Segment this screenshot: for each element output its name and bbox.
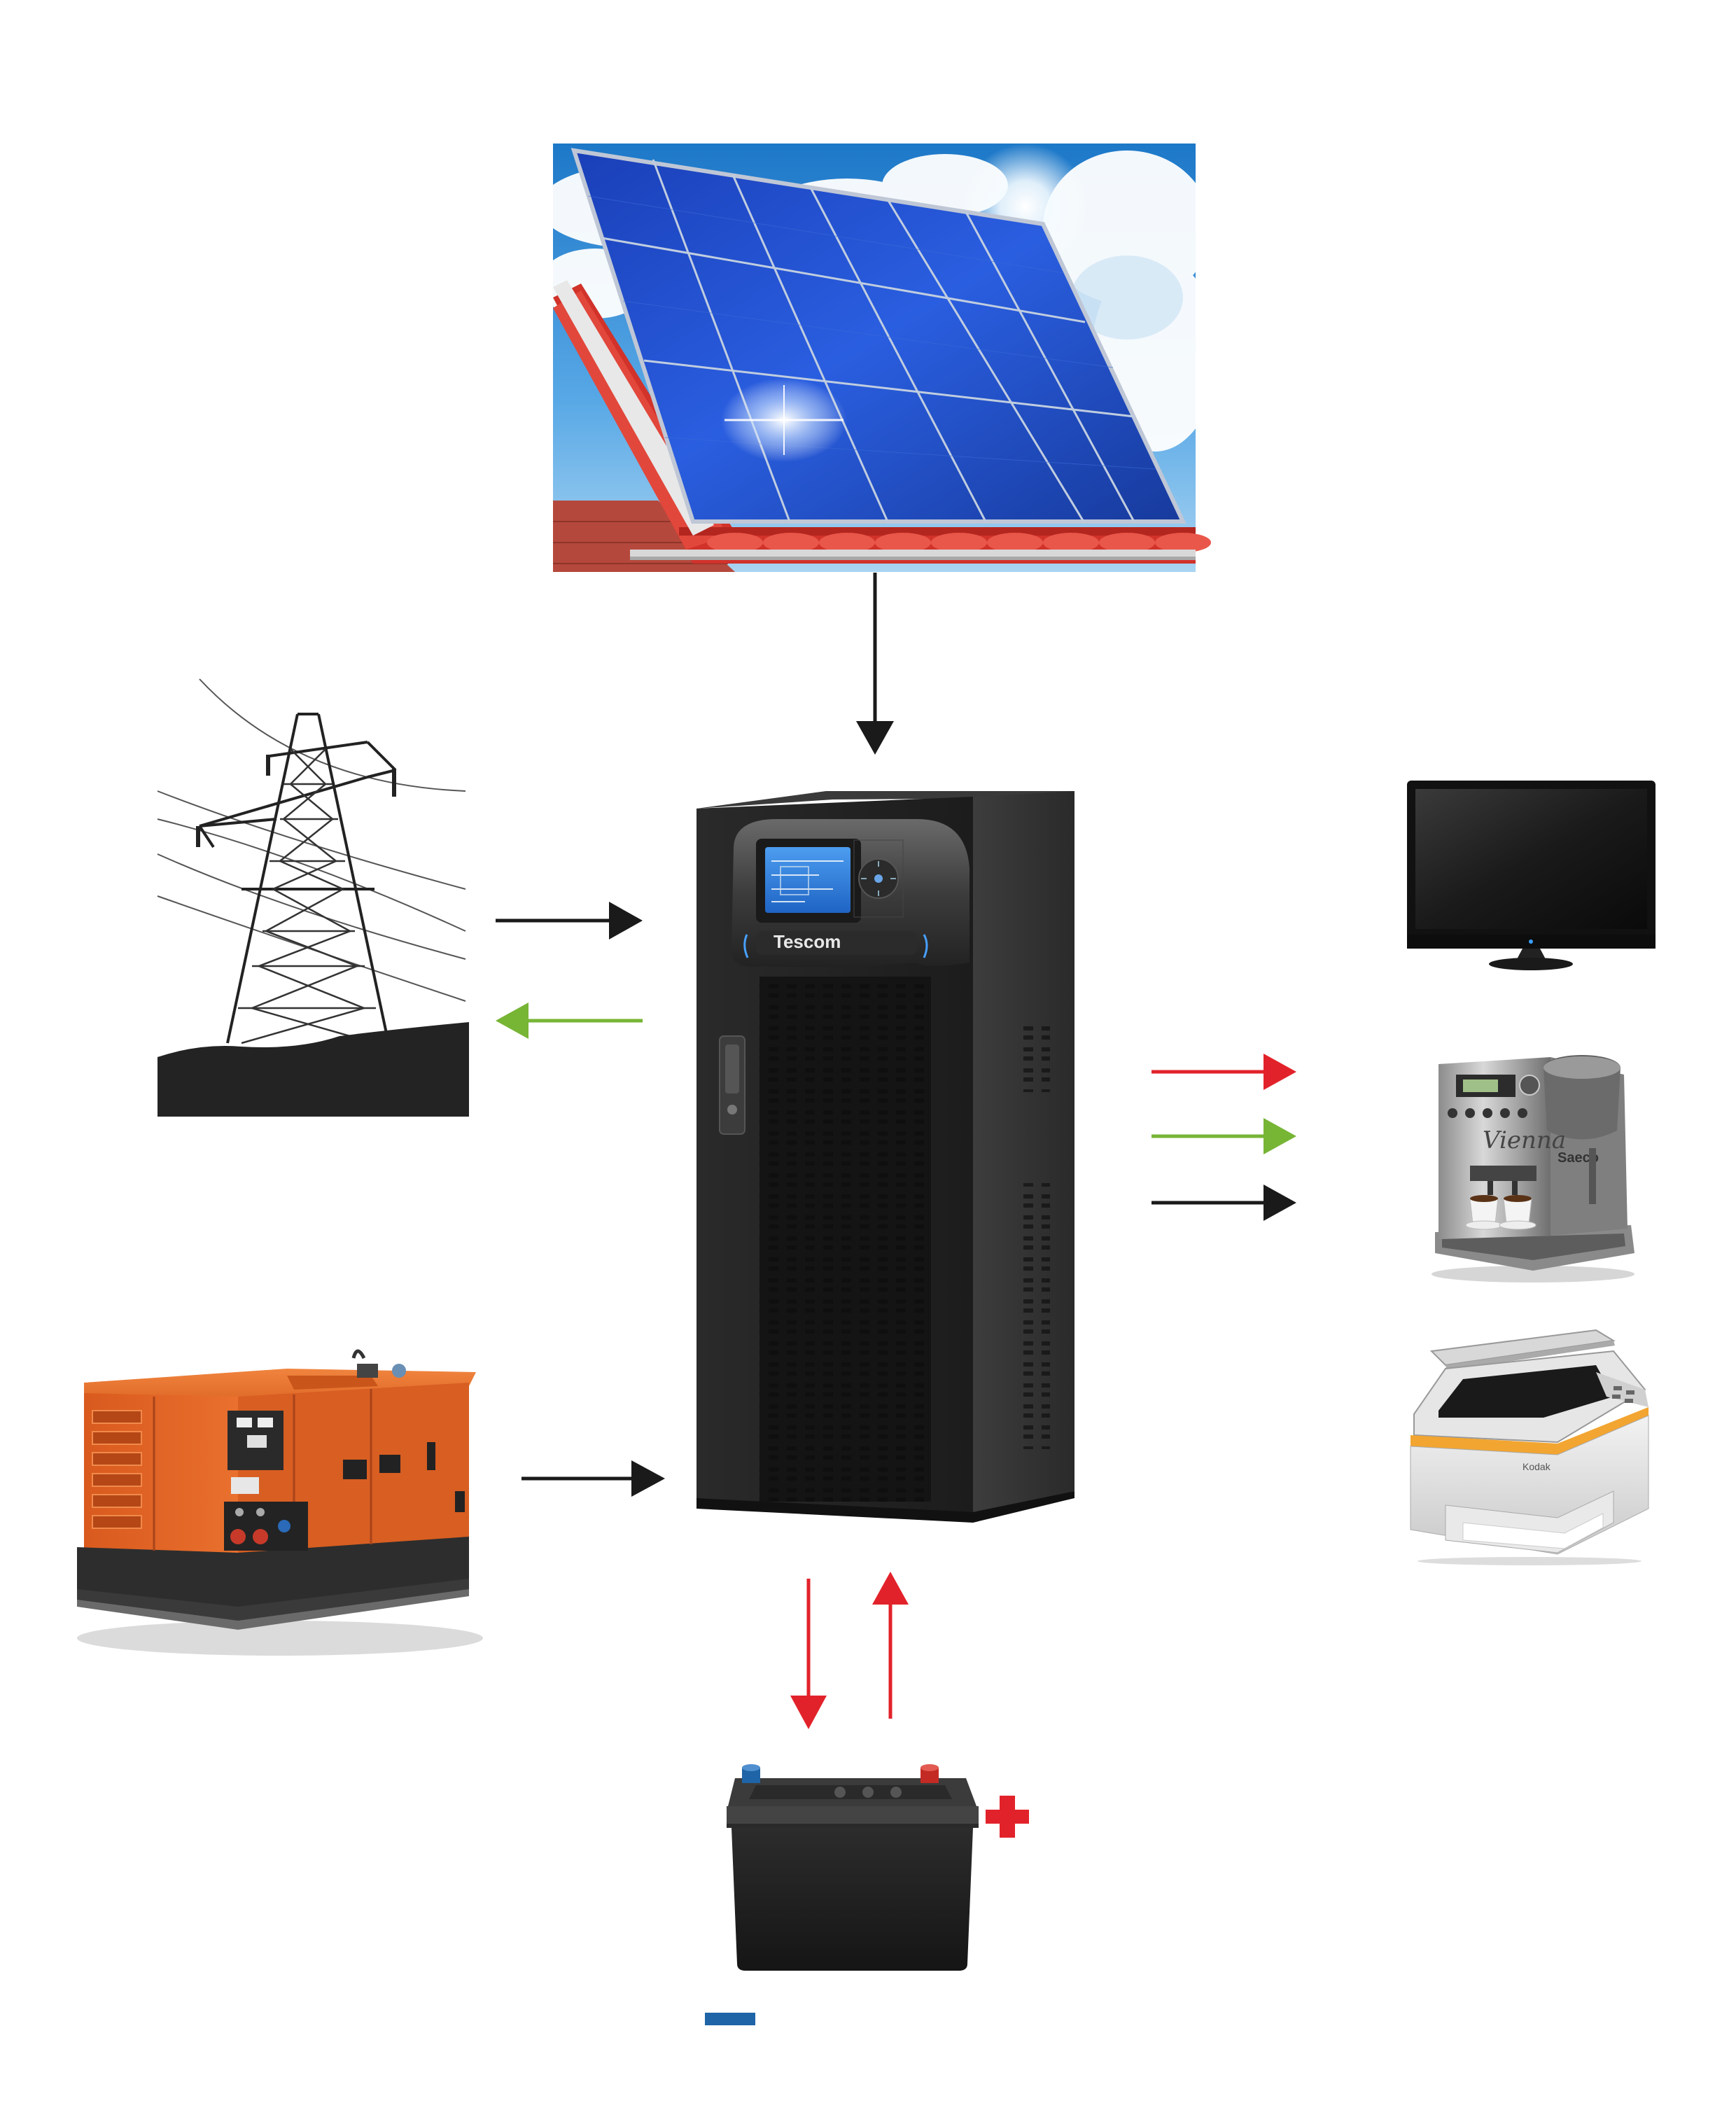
coffee-model: Vienna — [1483, 1126, 1566, 1154]
arrow-generator-to-ups — [522, 1460, 665, 1497]
generator-icon — [77, 1349, 483, 1656]
coffee-brand: Saeco — [1558, 1150, 1599, 1166]
ups-brand: Tescom — [774, 931, 841, 952]
tv-icon — [1407, 781, 1656, 970]
arrow-grid-to-ups — [496, 902, 643, 939]
battery-positive-sign-bar — [986, 1810, 1029, 1824]
arrow-ups-to-grid — [496, 1002, 643, 1039]
arrow-ups-to-battery — [790, 1579, 827, 1729]
arrow-ups-to-load-green — [1152, 1118, 1296, 1154]
battery-negative-sign — [705, 2013, 755, 2025]
battery-icon — [727, 1764, 1029, 1971]
coffee-machine-icon: Vienna Saeco — [1432, 1055, 1634, 1283]
arrow-ups-to-load-red — [1152, 1054, 1296, 1090]
solar-panel-icon — [539, 144, 1218, 572]
arrow-ups-to-load-black — [1152, 1185, 1296, 1221]
ups-icon: Tescom — [696, 791, 1074, 1523]
arrow-battery-to-ups — [872, 1572, 909, 1719]
power-tower-icon — [157, 678, 469, 1117]
printer-icon: Kodak — [1410, 1329, 1649, 1565]
arrow-solar-to-ups — [856, 573, 894, 755]
printer-brand: Kodak — [1522, 1461, 1551, 1472]
